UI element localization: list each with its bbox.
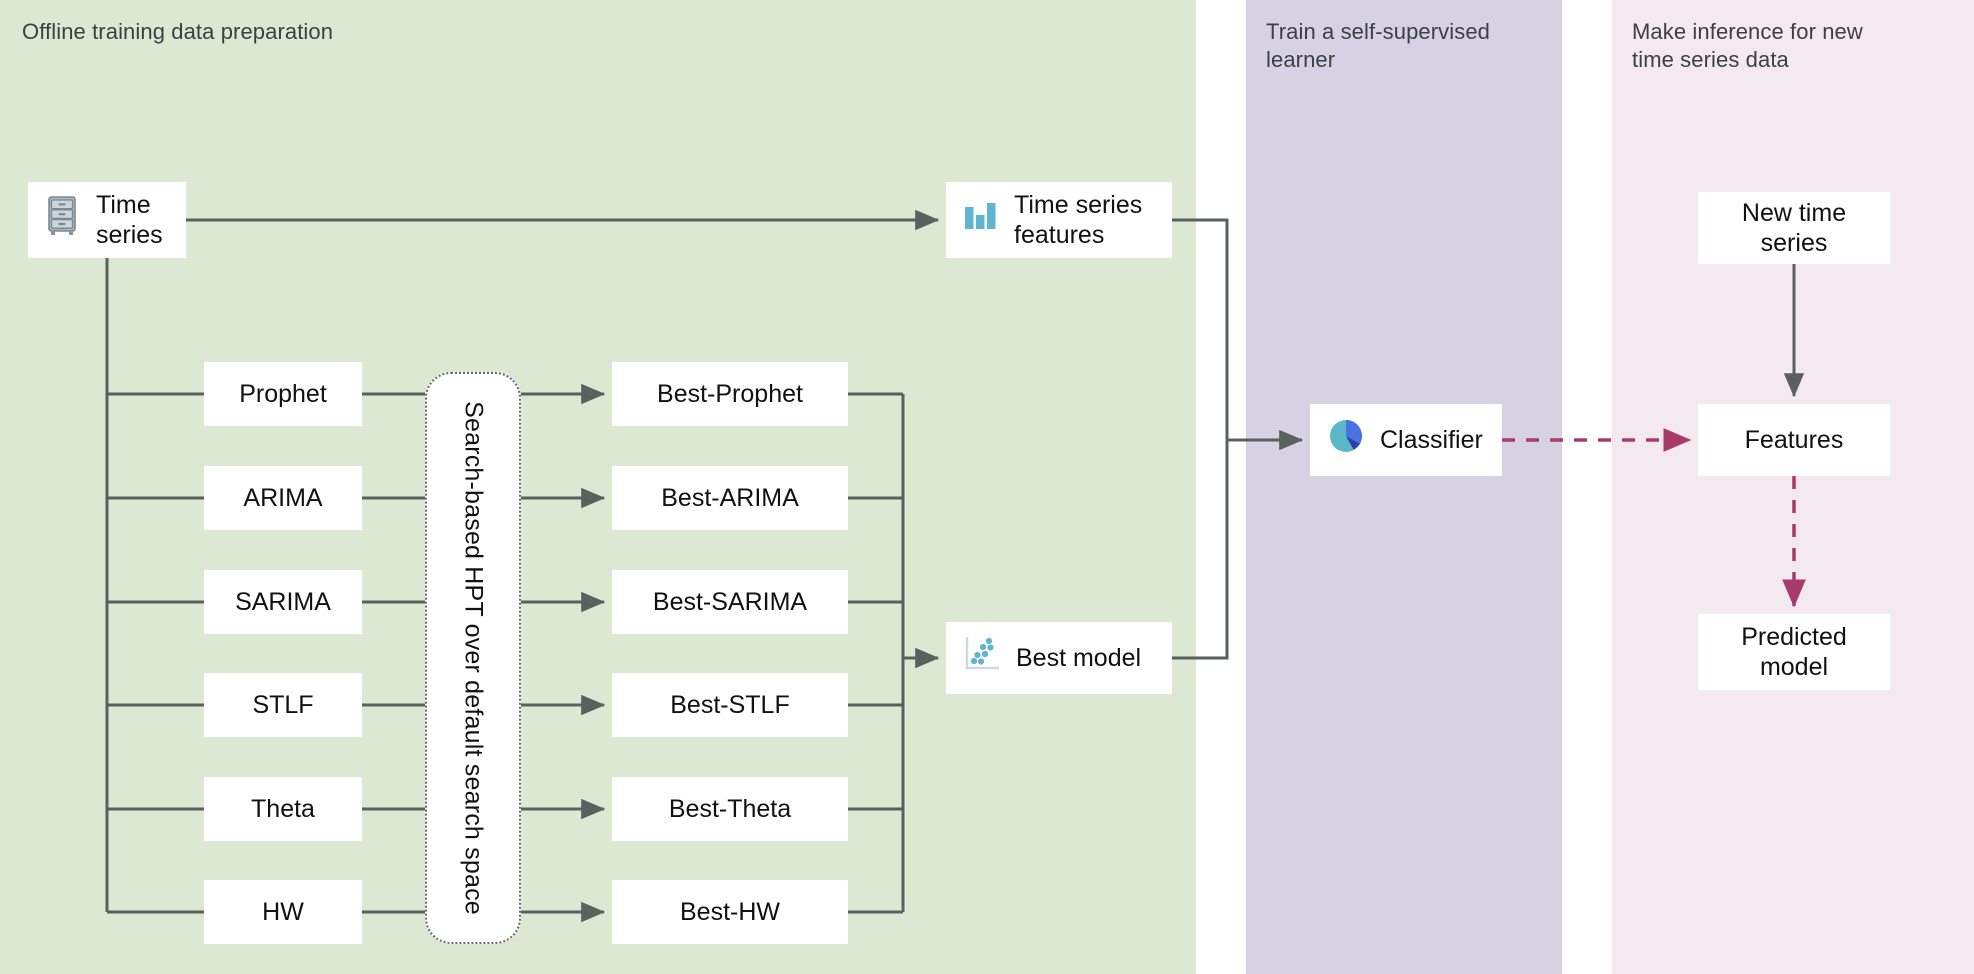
node-label: ARIMA (243, 483, 323, 512)
node-time-series[interactable]: Time series (28, 182, 186, 258)
node-label: Best-SARIMA (652, 587, 808, 616)
node-base-model-1[interactable]: ARIMA (204, 466, 362, 530)
node-label: Classifier (1380, 425, 1483, 454)
node-best-model-variant-4[interactable]: Best-Theta (612, 777, 848, 841)
node-label: Best-ARIMA (661, 483, 799, 512)
node-best-model-variant-2[interactable]: Best-SARIMA (612, 570, 848, 634)
node-new-time-series[interactable]: New time series (1698, 192, 1890, 264)
node-label: Best-STLF (670, 690, 790, 719)
panel-inference (1612, 0, 1974, 974)
node-best-model-variant-1[interactable]: Best-ARIMA (612, 466, 848, 530)
node-best-model-variant-5[interactable]: Best-HW (612, 880, 848, 944)
panel-title-offline: Offline training data preparation (22, 19, 334, 44)
node-base-model-0[interactable]: Prophet (204, 362, 362, 426)
node-label: Time series (96, 190, 163, 250)
node-label: Time series features (1014, 190, 1143, 250)
node-best-model-variant-0[interactable]: Best-Prophet (612, 362, 848, 426)
panel-title-train: Train a self-supervised learner (1266, 19, 1491, 73)
node-label: HW (262, 897, 304, 926)
hpt-search-container: Search-based HPT over default search spa… (425, 372, 521, 944)
node-label: SARIMA (235, 587, 331, 616)
bar-chart-icon (962, 197, 1000, 243)
node-label: Predicted model (1741, 622, 1847, 682)
panel-offline (0, 0, 1196, 974)
node-features[interactable]: Features (1698, 404, 1890, 476)
node-label: Theta (251, 794, 315, 823)
node-predicted-model[interactable]: Predicted model (1698, 614, 1890, 690)
node-label: Prophet (239, 379, 327, 408)
node-base-model-2[interactable]: SARIMA (204, 570, 362, 634)
scatter-plot-icon (962, 634, 1002, 682)
node-base-model-4[interactable]: Theta (204, 777, 362, 841)
node-label: Best-HW (680, 897, 780, 926)
node-label: STLF (252, 690, 314, 719)
node-label: Best-Theta (668, 794, 792, 823)
node-base-model-3[interactable]: STLF (204, 673, 362, 737)
node-time-series-features[interactable]: Time series features (946, 182, 1172, 258)
node-label: Best-Prophet (657, 379, 803, 408)
node-classifier[interactable]: Classifier (1310, 404, 1502, 476)
panel-train (1246, 0, 1562, 974)
node-best-model-variant-3[interactable]: Best-STLF (612, 673, 848, 737)
node-base-model-5[interactable]: HW (204, 880, 362, 944)
hpt-label: Search-based HPT over default search spa… (459, 401, 488, 915)
node-label: Best model (1016, 643, 1142, 672)
node-label: New time series (1741, 198, 1847, 258)
pie-chart-icon (1326, 416, 1366, 464)
node-best-model[interactable]: Best model (946, 622, 1172, 694)
panel-title-inference: Make inference for new time series data (1632, 19, 1863, 73)
node-label: Features (1744, 425, 1844, 454)
filing-cabinet-icon (44, 194, 82, 246)
